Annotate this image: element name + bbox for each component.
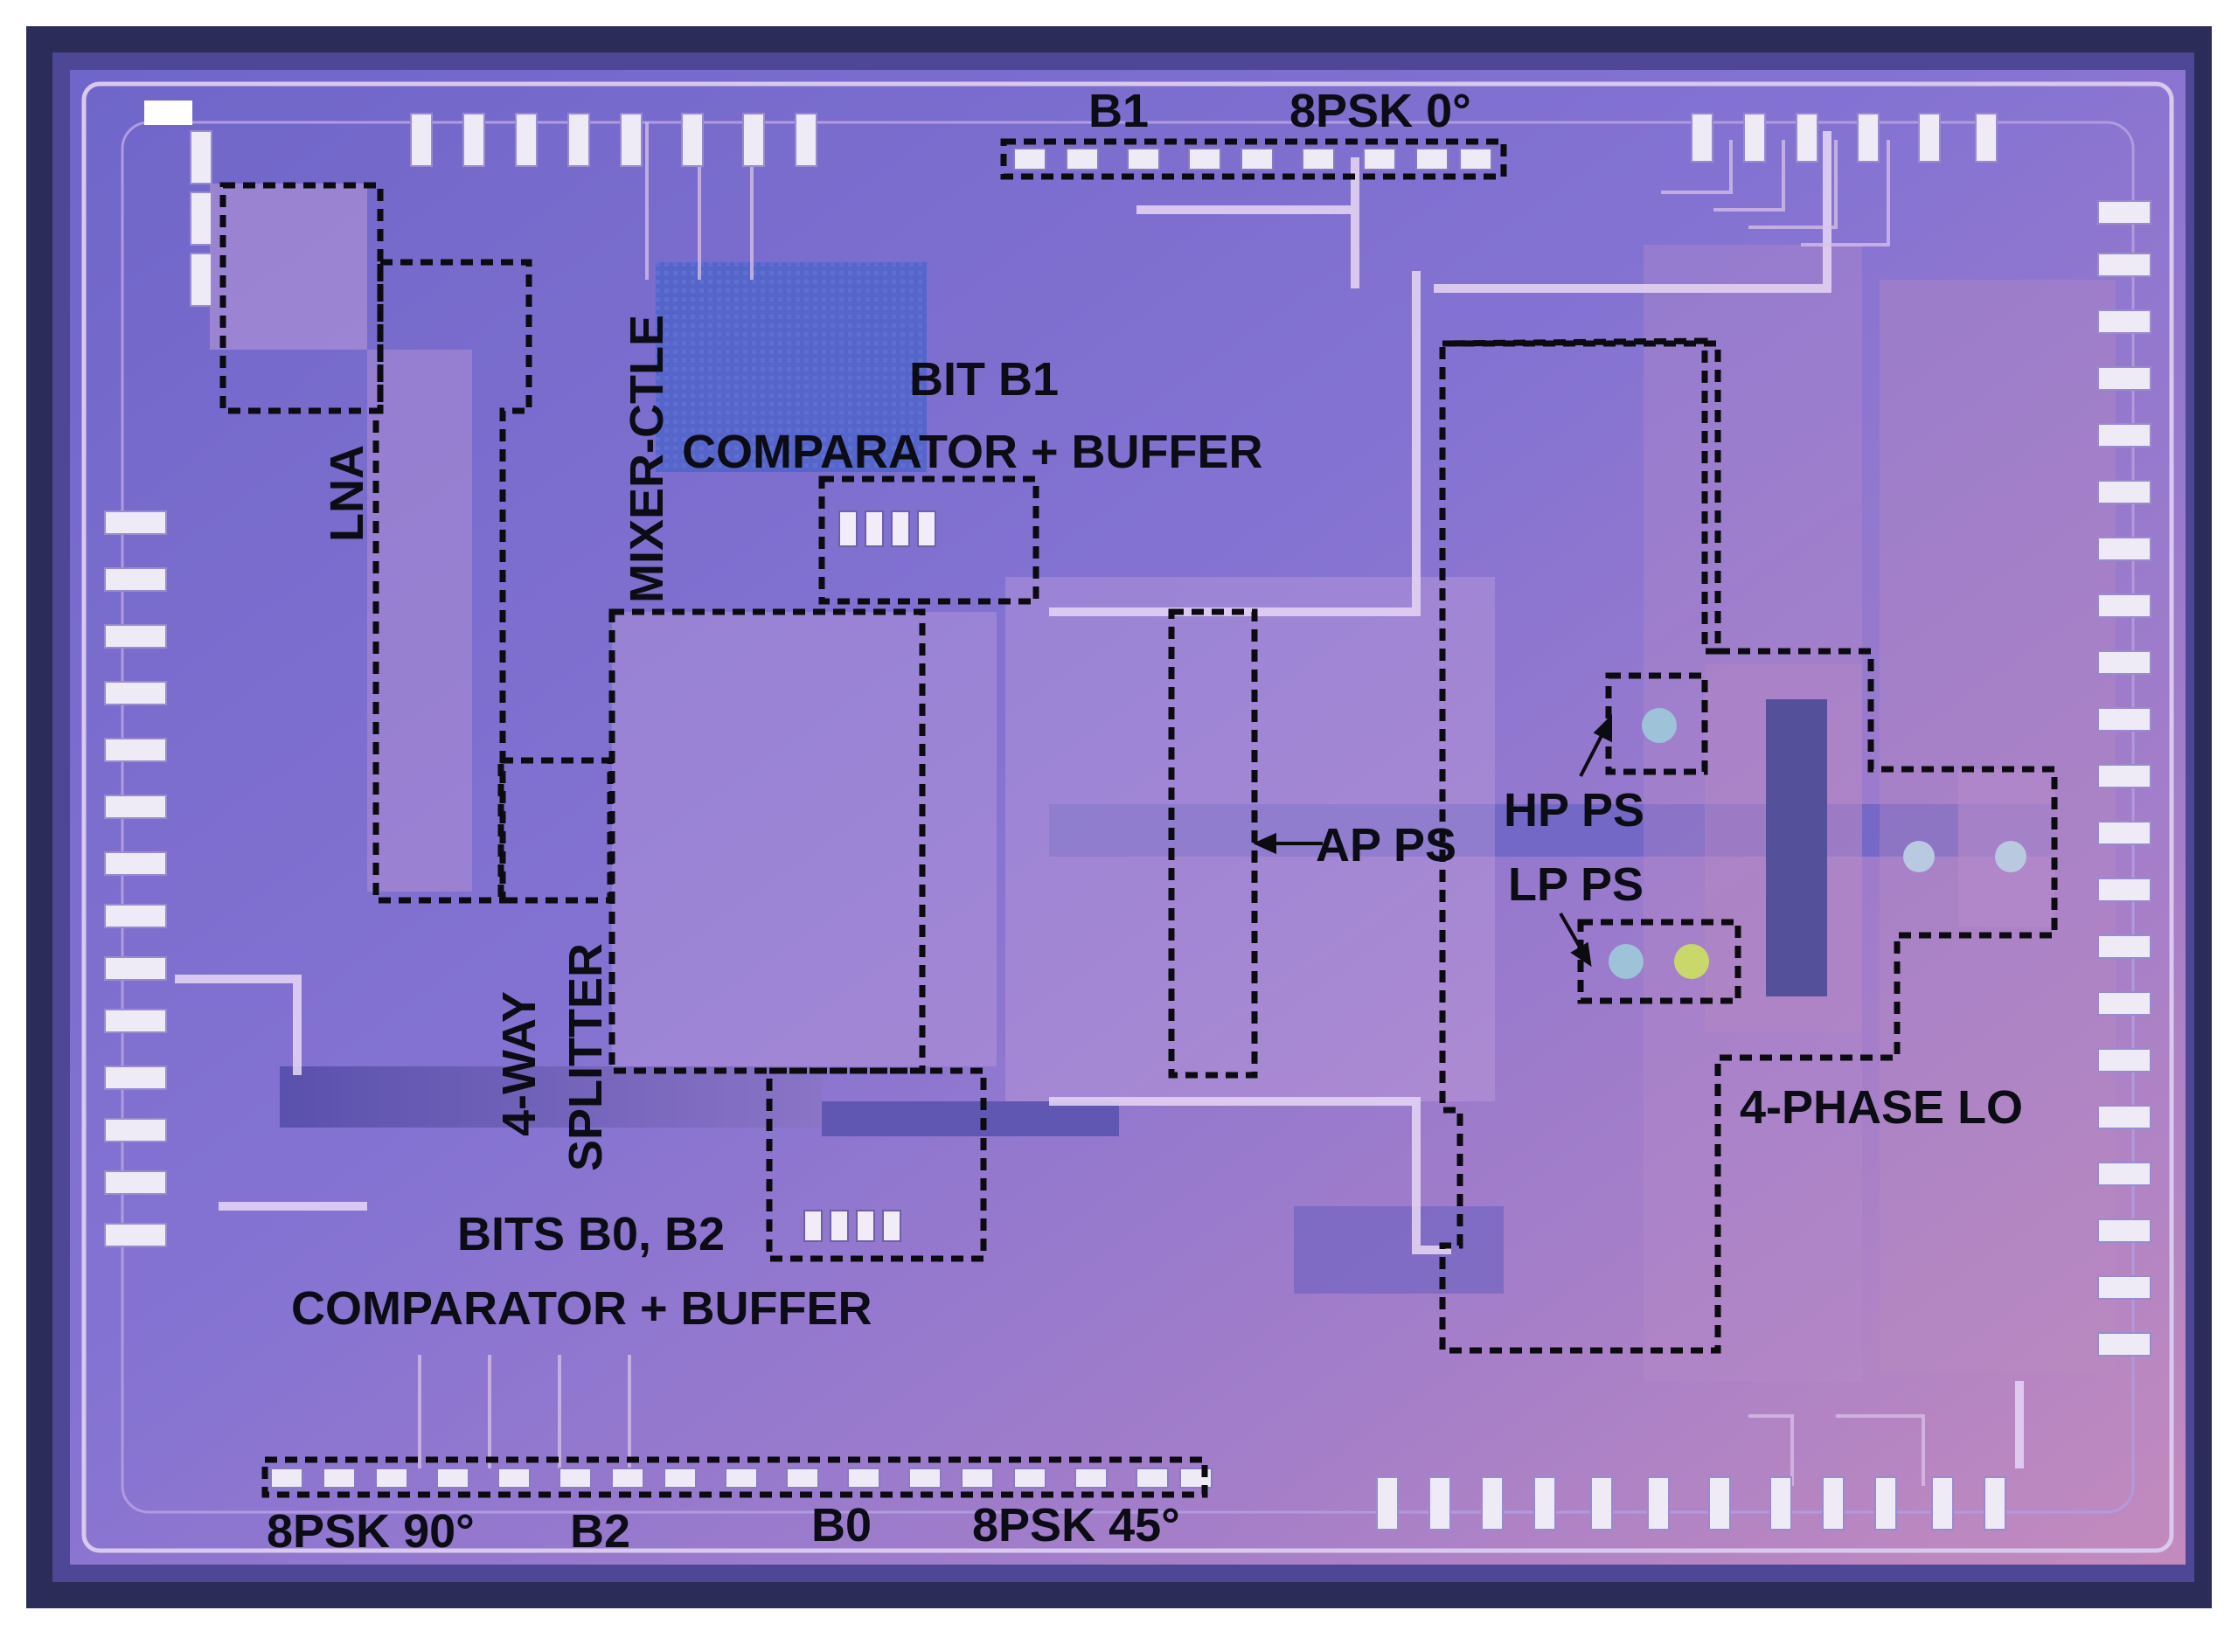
label-b0: B0 — [811, 1499, 872, 1551]
label-lp-ps: LP PS — [1508, 858, 1644, 911]
label-hp-ps: HP PS — [1504, 784, 1644, 836]
label-b2: B2 — [570, 1505, 630, 1558]
region-ap-ps — [1168, 608, 1258, 1079]
region-bits-b0-b2-comparator — [766, 1067, 987, 1262]
region-hp-ps — [1605, 672, 1708, 775]
region-mixer-ctle — [608, 608, 926, 1074]
label-bits-b0-b2: BITS B0, B2 — [457, 1208, 725, 1260]
region-lna-input — [219, 182, 384, 414]
label-mixer-ctle: MIXER-CTLE — [621, 315, 673, 603]
label-4-phase-lo: 4-PHASE LO — [1740, 1081, 2023, 1134]
label-comparator-buffer-top: COMPARATOR + BUFFER — [682, 426, 1263, 478]
label-8psk-0: 8PSK 0° — [1289, 85, 1471, 137]
region-lp-ps — [1577, 919, 1741, 1004]
label-bit-b1: BIT B1 — [909, 353, 1059, 406]
label-comparator-buffer-bottom: COMPARATOR + BUFFER — [291, 1282, 872, 1335]
label-ap-ps: AP PS — [1316, 819, 1456, 871]
region-bit-b1-comparator — [818, 475, 1039, 605]
region-lna — [372, 259, 532, 904]
region-lo — [1439, 340, 2058, 1354]
region-bottom-pad-strip — [261, 1456, 1208, 1498]
region-4-way-splitter — [497, 757, 614, 904]
label-splitter: SPLITTER — [560, 943, 612, 1171]
label-8psk-45: 8PSK 45° — [972, 1499, 1180, 1551]
label-4-way: 4-WAY — [493, 991, 546, 1136]
label-b1: B1 — [1088, 85, 1149, 137]
label-lna: LNA — [321, 445, 373, 542]
region-top-pad-strip — [1000, 138, 1507, 180]
label-8psk-90: 8PSK 90° — [267, 1505, 475, 1558]
